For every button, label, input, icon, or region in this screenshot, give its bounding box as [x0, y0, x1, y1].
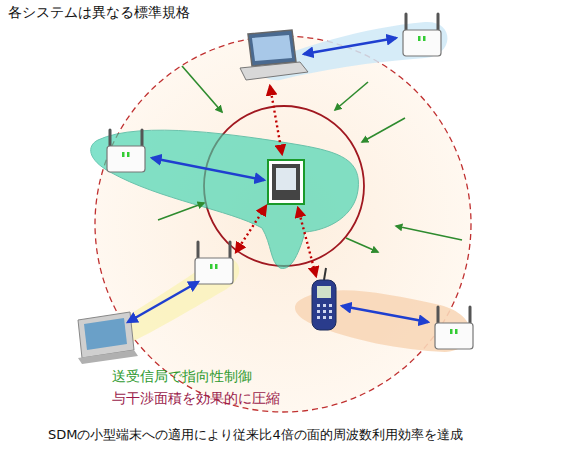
diagram-title: 各システムは異なる標準規格	[8, 4, 190, 21]
access-point	[107, 130, 145, 172]
access-point	[195, 242, 233, 284]
access-point	[435, 307, 473, 349]
portable-tv	[78, 312, 138, 364]
beam-main	[91, 130, 359, 268]
note-label: 送受信局で指向性制御	[112, 368, 252, 385]
pda	[268, 160, 304, 204]
note-label: 与干渉面積を効果的に圧縮	[112, 390, 280, 407]
laptop	[240, 30, 308, 80]
mobile-phone	[312, 268, 336, 330]
access-point	[403, 14, 441, 56]
interference-links	[236, 86, 316, 276]
diagram-caption: SDMの小型端末への適用により従来比4倍の面的周波数利用効率を達成	[48, 427, 463, 443]
radio-links	[128, 38, 428, 322]
compression-arrows	[158, 66, 462, 252]
